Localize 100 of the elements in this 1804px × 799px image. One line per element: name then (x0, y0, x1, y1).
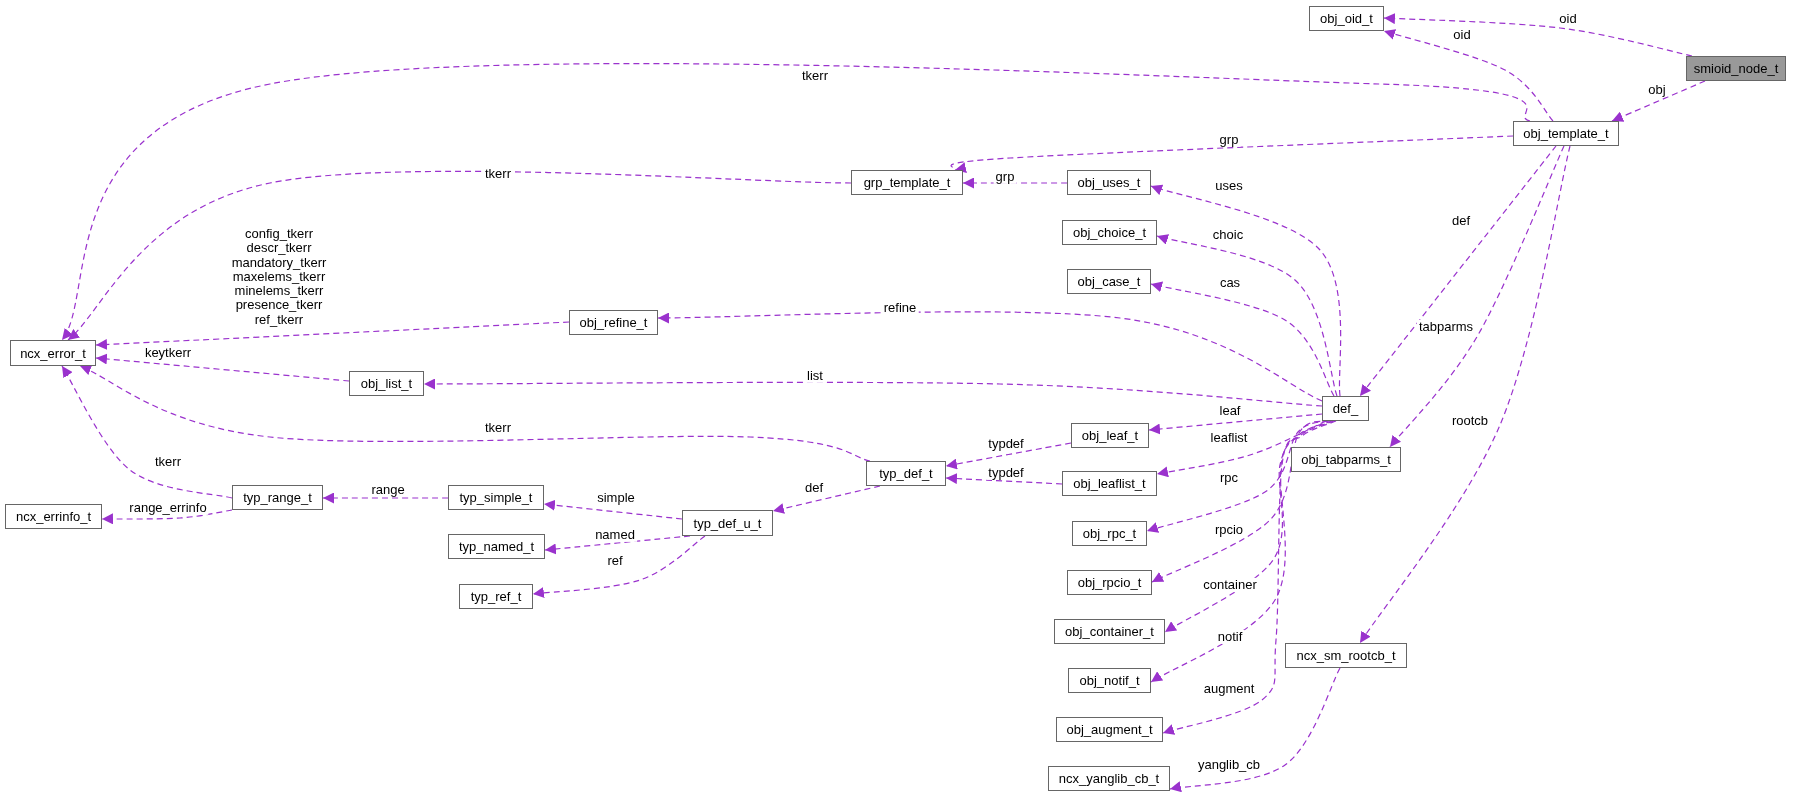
struct-box (1067, 269, 1151, 294)
edge-label: config_tkerr descr_tkerr mandatory_tkerr maxelems_tkerr minelems_tkerr presence_tkerr ref_tkerr (229, 226, 329, 328)
dashed-arrow (1156, 420, 1327, 478)
struct-name: typ_range_t (243, 490, 312, 505)
struct-name: obj_choice_t (1073, 225, 1146, 240)
struct-box (232, 485, 323, 510)
dashed-arrow (657, 311, 1323, 402)
struct-box (1068, 668, 1151, 693)
edge-label: notif (1215, 629, 1245, 645)
struct-box (1285, 643, 1407, 668)
struct-box (448, 534, 545, 559)
dashed-arrow (1156, 233, 1338, 397)
edge-label: keytkerr (142, 345, 194, 361)
struct-box (1072, 521, 1147, 546)
dashed-arrow (1150, 184, 1342, 397)
struct-box (1322, 396, 1369, 421)
dashed-arrow (95, 321, 570, 350)
edge-label: refine (881, 300, 919, 316)
dashed-arrow (1611, 80, 1706, 122)
edge-label: range_errinfo (127, 500, 209, 516)
struct-name: smioid_node_t (1693, 61, 1779, 76)
struct-box (1686, 56, 1786, 81)
struct-name: obj_container_t (1065, 624, 1154, 639)
dashed-arrow (945, 473, 1063, 485)
struct-name: obj_rpc_t (1082, 526, 1137, 541)
dashed-arrow (1148, 413, 1323, 435)
edge-label: augment (1201, 681, 1257, 697)
struct-name: ncx_error_t (20, 345, 86, 361)
struct-box (1056, 717, 1163, 742)
struct-name: ncx_errinfo_t (15, 509, 92, 524)
struct-box (1067, 170, 1151, 195)
dashed-arrow (1389, 145, 1565, 448)
struct-name: obj_refine_t (579, 315, 648, 330)
struct-name: grp_template_t (863, 175, 951, 190)
struct-name: typ_named_t (458, 539, 535, 554)
struct-box (851, 170, 963, 195)
struct-name: obj_augment_t (1066, 722, 1153, 737)
struct-box (1071, 423, 1149, 448)
struct-box (5, 504, 102, 529)
struct-name: ncx_sm_rootcb_t (1296, 648, 1396, 663)
struct-name: obj_rpcio_t (1077, 575, 1142, 590)
dashed-arrow (61, 365, 233, 499)
struct-box (1062, 471, 1157, 496)
edge-label: named (593, 527, 637, 543)
edge-label: typdef (986, 436, 1026, 452)
struct-name: obj_case_t (1077, 274, 1141, 289)
dashed-arrow (79, 365, 871, 462)
edge-label: tabparms (1416, 319, 1476, 335)
dashed-arrow (1383, 28, 1554, 122)
dashed-arrow (322, 492, 449, 504)
struct-name: typ_def_u_t (693, 515, 762, 531)
dashed-arrow (101, 509, 233, 525)
struct-name: def_ (1332, 401, 1359, 416)
struct-box (866, 461, 946, 486)
struct-name: obj_tabparms_t (1301, 452, 1391, 467)
dashed-arrow (1359, 145, 1557, 397)
dashed-arrow (95, 353, 350, 382)
edge-label: typdef (986, 465, 1026, 481)
dashed-arrow (1169, 667, 1341, 793)
struct-box (448, 485, 544, 510)
dashed-arrow (67, 170, 852, 341)
struct-box (1062, 220, 1157, 245)
dashed-arrow (945, 442, 1072, 470)
struct-box (349, 371, 424, 396)
struct-box (1067, 570, 1152, 595)
dashed-arrow (772, 485, 881, 514)
struct-box (1309, 6, 1384, 31)
edge-label: rpcio (1212, 522, 1246, 538)
dashed-arrow (532, 535, 706, 599)
edge-label: container (1201, 577, 1259, 593)
edge-label: obj (1646, 82, 1668, 98)
struct-box (1513, 121, 1619, 146)
dashed-arrow (1150, 281, 1335, 397)
struct-box (1054, 619, 1165, 644)
struct-name: obj_uses_t (1077, 175, 1141, 190)
struct-box (1291, 447, 1401, 472)
struct-name: typ_def_t (879, 466, 933, 481)
struct-name: typ_simple_t (459, 490, 533, 505)
edge-label: list (805, 368, 825, 384)
dashed-arrow (1359, 145, 1571, 644)
dashed-arrow (543, 499, 683, 520)
dashed-arrow (1162, 420, 1337, 736)
struct-box (1048, 766, 1170, 791)
struct-name: obj_list_t (360, 376, 413, 391)
struct-name: obj_notif_t (1079, 673, 1140, 688)
struct-name: typ_ref_t (470, 589, 522, 604)
edge-label: simple (595, 490, 637, 506)
dashed-arrow (423, 378, 1323, 407)
struct-box (569, 310, 658, 335)
struct-box (682, 510, 773, 536)
edge-label: yanglib_cb (1195, 757, 1263, 773)
struct-name: obj_template_t (1523, 126, 1609, 141)
struct-name: obj_oid_t (1320, 11, 1373, 26)
struct-name: obj_leaf_t (1081, 428, 1139, 443)
dashed-arrow (1383, 13, 1693, 57)
dashed-arrow (61, 63, 1531, 341)
struct-name: ncx_yanglib_cb_t (1058, 771, 1160, 786)
dashed-arrow (950, 135, 1514, 171)
struct-box (10, 340, 96, 366)
struct-name: obj_leaflist_t (1073, 476, 1146, 491)
